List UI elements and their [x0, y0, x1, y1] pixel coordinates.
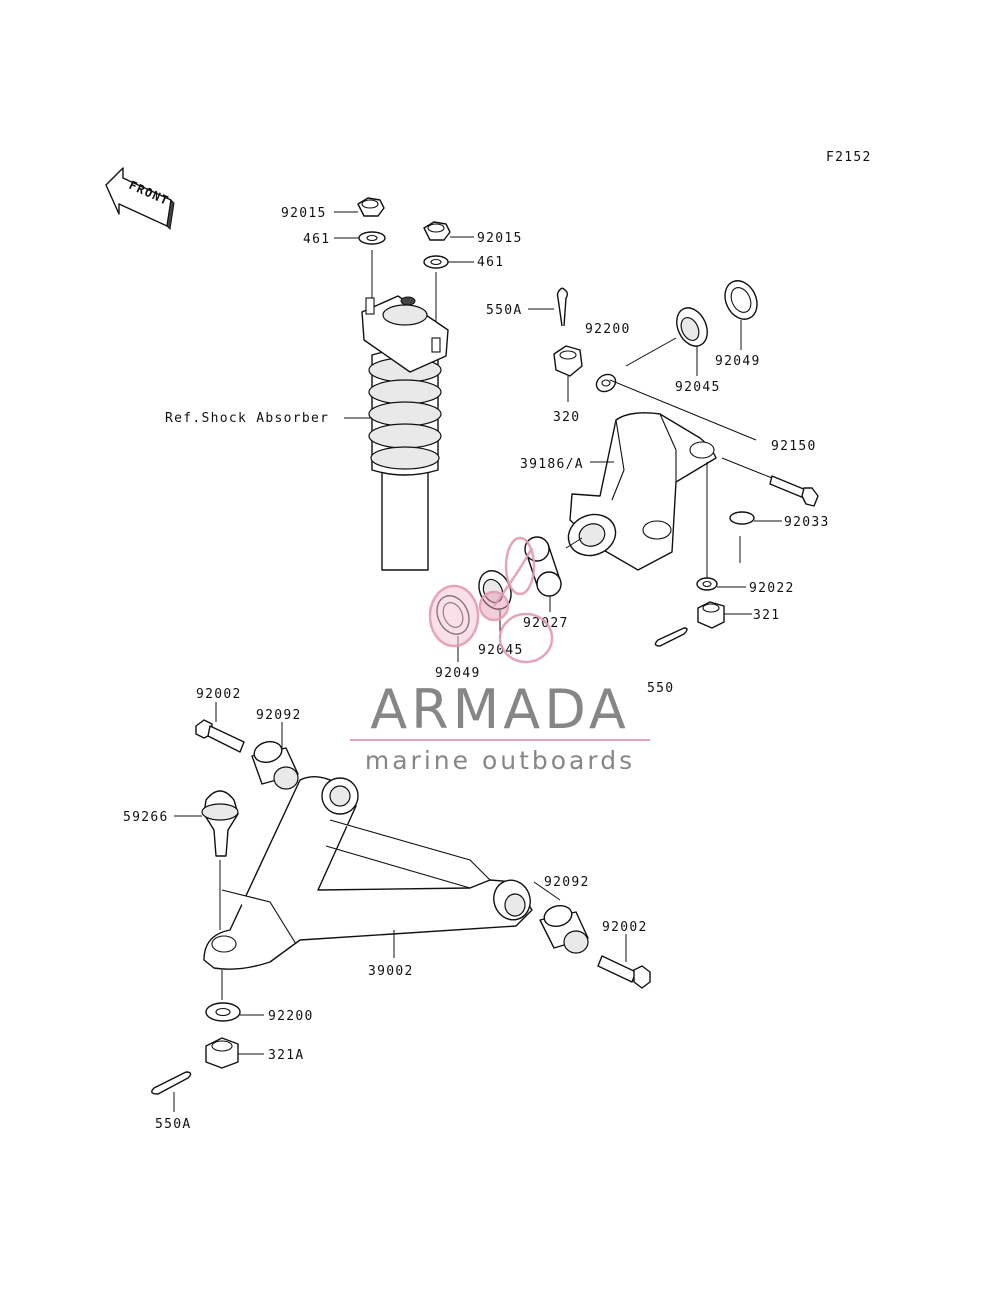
- washer-92200-lower: [205, 1002, 241, 1022]
- label-39002: 39002: [368, 964, 414, 979]
- bolt-92002-right: [597, 955, 651, 989]
- label-320: 320: [553, 410, 580, 425]
- label-92022: 92022: [749, 581, 795, 596]
- label-550: 550: [647, 681, 674, 696]
- washer-92022: [696, 577, 718, 591]
- nut-92015-right: [423, 221, 451, 241]
- castle-nut-321: [697, 601, 725, 629]
- cotter-pin-550a-top: [556, 287, 569, 327]
- bolt-92150: [769, 475, 819, 507]
- label-92033: 92033: [784, 515, 830, 530]
- armada-logo-icon: [428, 536, 554, 664]
- washer-461-left: [358, 231, 386, 245]
- label-92092-left: 92092: [256, 708, 302, 723]
- label-550a-top: 550A: [486, 303, 523, 318]
- label-92045-top: 92045: [675, 380, 721, 395]
- ball-joint-59266: [201, 790, 239, 857]
- label-92002-left: 92002: [196, 687, 242, 702]
- label-92015-left: 92015: [281, 206, 327, 221]
- watermark-subtitle: marine outboards: [365, 746, 635, 775]
- label-92015-right: 92015: [477, 231, 523, 246]
- lower-arm-39002: [203, 776, 533, 970]
- bolt-92002-left: [195, 719, 245, 753]
- nut-92015-left: [357, 197, 385, 217]
- label-92200-lower: 92200: [268, 1009, 314, 1024]
- shock-absorber: [361, 295, 449, 571]
- cotter-pin-550: [654, 627, 688, 647]
- castle-nut-321a: [205, 1037, 239, 1069]
- bushing-92092-right: [539, 904, 589, 954]
- label-92049-top: 92049: [715, 354, 761, 369]
- label-92045-lower: 92045: [478, 643, 524, 658]
- bearing-92045-top: [676, 307, 708, 347]
- label-92150: 92150: [771, 439, 817, 454]
- armada-watermark: ARMADA marine outboards: [350, 536, 650, 775]
- diagram-code: F2152: [826, 150, 872, 165]
- steering-knuckle-39186a: [567, 412, 717, 571]
- label-shock-ref: Ref.Shock Absorber: [165, 411, 329, 426]
- label-92092-right: 92092: [544, 875, 590, 890]
- label-59266: 59266: [123, 810, 169, 825]
- castle-nut-320: [553, 345, 583, 377]
- label-321a: 321A: [268, 1048, 305, 1063]
- washer-92200-upper: [595, 373, 617, 393]
- spacer-92027: [524, 536, 562, 597]
- circlip-92033: [729, 511, 755, 525]
- label-92200-upper: 92200: [585, 322, 631, 337]
- label-461-right: 461: [477, 255, 504, 270]
- bushing-92092-left: [251, 740, 299, 790]
- label-321: 321: [753, 608, 780, 623]
- label-92049-lower: 92049: [435, 666, 481, 681]
- front-arrow-icon: FRONT: [105, 167, 175, 231]
- cotter-pin-550a-lower: [151, 1071, 192, 1095]
- label-39186a: 39186/A: [520, 457, 584, 472]
- label-461-left: 461: [303, 232, 330, 247]
- seal-92049-top: [724, 280, 758, 320]
- watermark-title: ARMADA: [370, 678, 630, 741]
- label-92002-right: 92002: [602, 920, 648, 935]
- label-550a-lower: 550A: [155, 1117, 192, 1132]
- washer-461-right: [423, 255, 449, 269]
